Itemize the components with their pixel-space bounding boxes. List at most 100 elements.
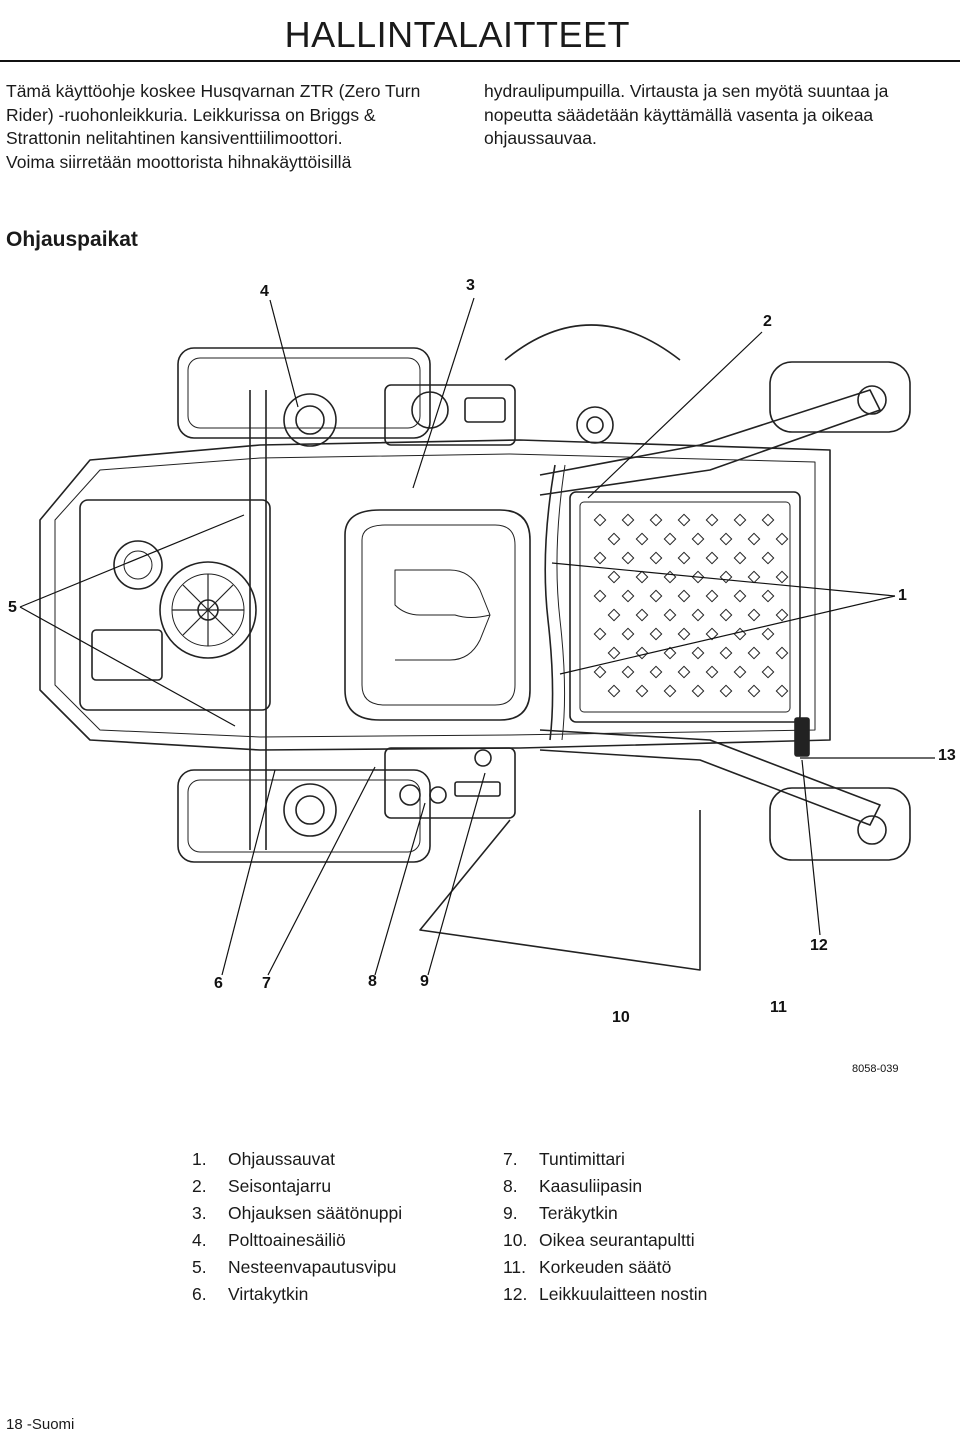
footplate: [569, 491, 801, 723]
footplate-hole: [733, 589, 747, 603]
footplate-hole: [761, 513, 775, 527]
intro-line: hydraulipumpuilla. Virtausta ja sen myöt…: [484, 81, 889, 101]
footplate-hole: [719, 646, 733, 660]
footplate-hole: [705, 627, 719, 641]
footplate-hole: [705, 665, 719, 679]
legend-item: 11.Korkeuden säätö: [503, 1257, 672, 1277]
footplate-hole: [635, 532, 649, 546]
leader-lines: [19, 297, 935, 976]
footplate-hole: [775, 684, 789, 698]
footplate-hole: [607, 532, 621, 546]
footplate-hole: [691, 684, 705, 698]
console-top: [384, 384, 516, 446]
fuel-cap-top: [283, 393, 337, 447]
footplate-hole: [635, 570, 649, 584]
footplate-hole: [705, 589, 719, 603]
callout-2: 2: [763, 313, 772, 330]
footplate-hole: [607, 608, 621, 622]
figure-id: 8058-039: [852, 1063, 899, 1075]
section-heading: Ohjauspaikat: [6, 228, 138, 251]
intro-line: Rider) -ruohonleikkuria. Leikkurissa on …: [6, 104, 376, 125]
height-adjust: [794, 717, 810, 757]
footplate-hole: [607, 646, 621, 660]
footplate-hole: [747, 532, 761, 546]
footplate-hole: [733, 551, 747, 565]
legend-item: 1.Ohjaussauvat: [192, 1149, 336, 1169]
fuel-cap-bottom: [283, 783, 337, 837]
footplate-hole: [621, 665, 635, 679]
footplate-hole: [663, 684, 677, 698]
footplate-hole: [663, 646, 677, 660]
callout-5: 5: [8, 599, 17, 616]
footplate-hole: [593, 513, 607, 527]
footplate-hole: [719, 684, 733, 698]
footplate-hole: [775, 608, 789, 622]
footplate-hole: [593, 665, 607, 679]
footplate-hole: [621, 513, 635, 527]
console-bottom: [384, 747, 516, 819]
footplate-hole: [761, 665, 775, 679]
seat: [344, 509, 531, 721]
ignition-switch: [399, 784, 421, 806]
legend-item: 7.Tuntimittari: [503, 1149, 625, 1169]
footplate-hole: [635, 608, 649, 622]
intro-text-left: Tämä käyttöohje koskee Husqvarnan ZTR (Z…: [6, 80, 466, 174]
footplate-hole: [761, 551, 775, 565]
footplate-hole: [607, 684, 621, 698]
footplate-hole: [621, 589, 635, 603]
callout-12: 12: [810, 937, 828, 954]
footplate-hole: [677, 551, 691, 565]
legend-item: 3.Ohjauksen säätönuppi: [192, 1203, 403, 1223]
footplate-hole: [775, 570, 789, 584]
engine-block: [79, 499, 271, 711]
legend-left: 1.Ohjaussauvat 2.Seisontajarru 3.Ohjauks…: [192, 1146, 402, 1308]
footplate-hole: [593, 589, 607, 603]
footplate-hole: [747, 684, 761, 698]
footplate-hole: [649, 589, 663, 603]
legend-item: 4.Polttoainesäiliö: [192, 1230, 346, 1250]
footplate-hole: [677, 589, 691, 603]
callout-9: 9: [420, 973, 429, 990]
footplate-hole: [621, 627, 635, 641]
intro-line: Strattonin nelitahtinen kansiventtiilimo…: [6, 128, 343, 148]
callout-1: 1: [898, 587, 907, 604]
footplate-hole: [649, 513, 663, 527]
legend-item: 2.Seisontajarru: [192, 1176, 332, 1196]
front-arm-top: [539, 389, 881, 496]
callout-3: 3: [466, 277, 475, 294]
steering-lever-top: [544, 464, 556, 741]
footplate-hole: [719, 570, 733, 584]
footplate-hole: [607, 570, 621, 584]
header-rule: [0, 60, 960, 62]
footplate-holes: [593, 513, 789, 698]
footplate-hole: [719, 608, 733, 622]
footplate-hole: [663, 570, 677, 584]
intro-line: Voima siirretään moottorista hihnakäyttö…: [6, 151, 352, 172]
air-filter: [113, 540, 163, 590]
footplate-hole: [691, 570, 705, 584]
callout-10: 10: [612, 1009, 630, 1026]
mower-diagram: 4 3 2 1 5 13 12 6 7 8 9 10 11 8058-039: [8, 277, 956, 1075]
footplate-hole: [649, 627, 663, 641]
legend-right: 7.Tuntimittari 8.Kaasuliipasin 9.Teräkyt…: [503, 1146, 707, 1308]
footplate-hole: [733, 665, 747, 679]
footplate-hole: [649, 551, 663, 565]
footplate-hole: [775, 646, 789, 660]
legend-item: 9.Teräkytkin: [503, 1203, 618, 1223]
frame-outline: [39, 439, 831, 751]
caster-bottom: [769, 787, 911, 861]
intro-line: ohjaussauvaa.: [484, 128, 597, 148]
footplate-hole: [593, 627, 607, 641]
legend-item: 10.Oikea seurantapultti: [503, 1230, 695, 1250]
footplate-hole: [691, 646, 705, 660]
footplate-hole: [635, 684, 649, 698]
footplate-hole: [747, 646, 761, 660]
footplate-hole: [775, 532, 789, 546]
footplate-hole: [691, 608, 705, 622]
engine-fan: [159, 561, 257, 659]
callout-6: 6: [214, 975, 223, 992]
callout-13: 13: [938, 747, 956, 764]
deck-edge: [504, 324, 681, 361]
footplate-hole: [691, 532, 705, 546]
footplate-hole: [719, 532, 733, 546]
